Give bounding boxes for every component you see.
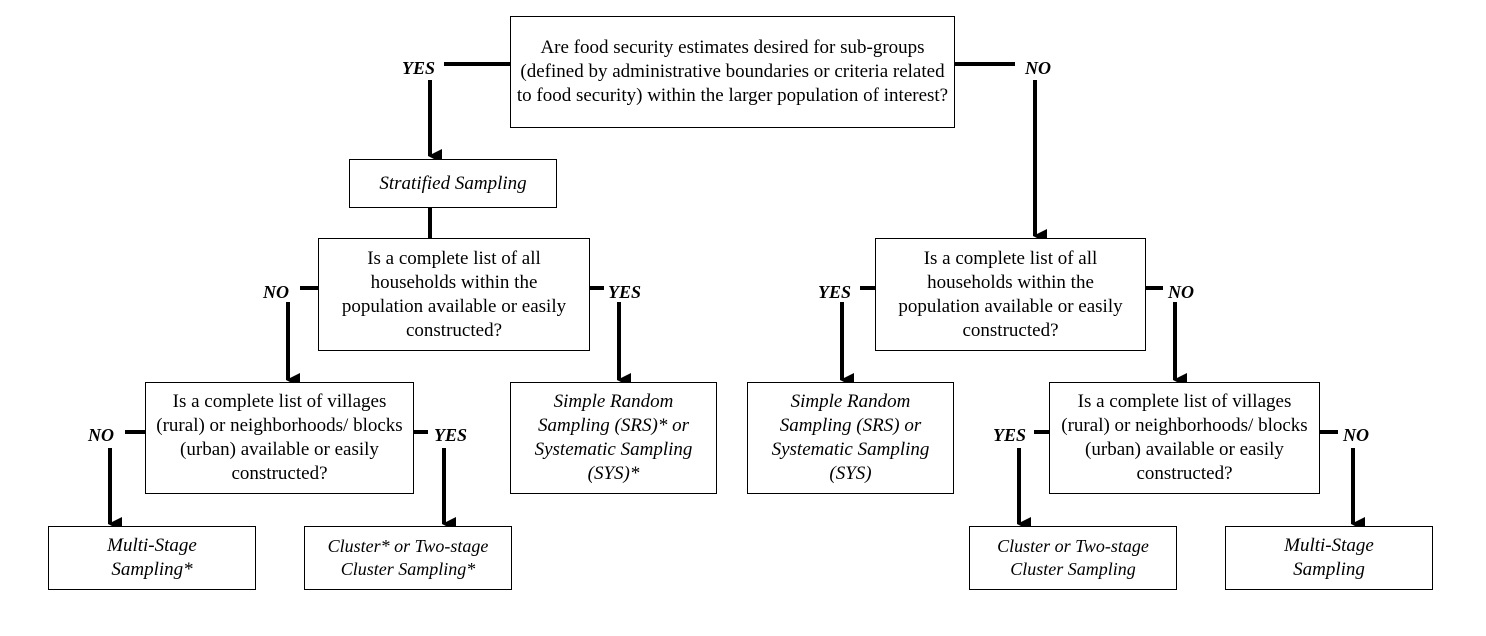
stratified-sampling-box: Stratified Sampling xyxy=(349,159,557,208)
right-srs-box: Simple Random Sampling (SRS) or Systemat… xyxy=(747,382,954,494)
right-villages-no-label: NO xyxy=(1343,425,1369,445)
right-villages-question-box: Is a complete list of villages (rural) o… xyxy=(1049,382,1320,494)
left-cluster-box: Cluster* or Two-stage Cluster Sampling* xyxy=(304,526,512,590)
right-households-question-text: Is a complete list of all households wit… xyxy=(898,247,1123,341)
right-villages-question-text: Is a complete list of villages (rural) o… xyxy=(1061,391,1308,484)
stratified-sampling-text: Stratified Sampling xyxy=(379,172,527,194)
right-cluster-text: Cluster or Two-stage Cluster Sampling xyxy=(997,536,1149,579)
right-households-yes-label: YES xyxy=(818,282,852,302)
left-multistage-box: Multi-Stage Sampling* xyxy=(48,526,256,590)
right-villages-yes-label: YES xyxy=(993,425,1027,445)
right-multistage-box: Multi-Stage Sampling xyxy=(1225,526,1433,590)
left-villages-no-label: NO xyxy=(88,425,114,445)
left-multistage-text: Multi-Stage Sampling* xyxy=(107,535,197,580)
left-villages-question-text: Is a complete list of villages (rural) o… xyxy=(156,391,403,484)
root-question-text: Are food security estimates desired for … xyxy=(516,37,949,106)
right-households-question-box: Is a complete list of all households wit… xyxy=(875,238,1146,351)
right-multistage-text: Multi-Stage Sampling xyxy=(1284,535,1374,580)
right-households-no-label: NO xyxy=(1168,282,1194,302)
left-villages-yes-label: YES xyxy=(434,425,468,445)
right-srs-text: Simple Random Sampling (SRS) or Systemat… xyxy=(771,391,930,484)
left-cluster-text: Cluster* or Two-stage Cluster Sampling* xyxy=(327,536,489,579)
root-yes-label: YES xyxy=(402,58,436,78)
left-households-no-label: NO xyxy=(263,282,289,302)
root-no-label: NO xyxy=(1025,58,1051,78)
left-villages-question-box: Is a complete list of villages (rural) o… xyxy=(145,382,414,494)
root-question-box: Are food security estimates desired for … xyxy=(510,16,955,128)
right-cluster-box: Cluster or Two-stage Cluster Sampling xyxy=(969,526,1177,590)
left-srs-text: Simple Random Sampling (SRS)* or Systema… xyxy=(534,391,693,484)
left-households-question-box: Is a complete list of all households wit… xyxy=(318,238,590,351)
left-srs-box: Simple Random Sampling (SRS)* or Systema… xyxy=(510,382,717,494)
left-households-yes-label: YES xyxy=(608,282,642,302)
left-households-question-text: Is a complete list of all households wit… xyxy=(341,247,567,341)
